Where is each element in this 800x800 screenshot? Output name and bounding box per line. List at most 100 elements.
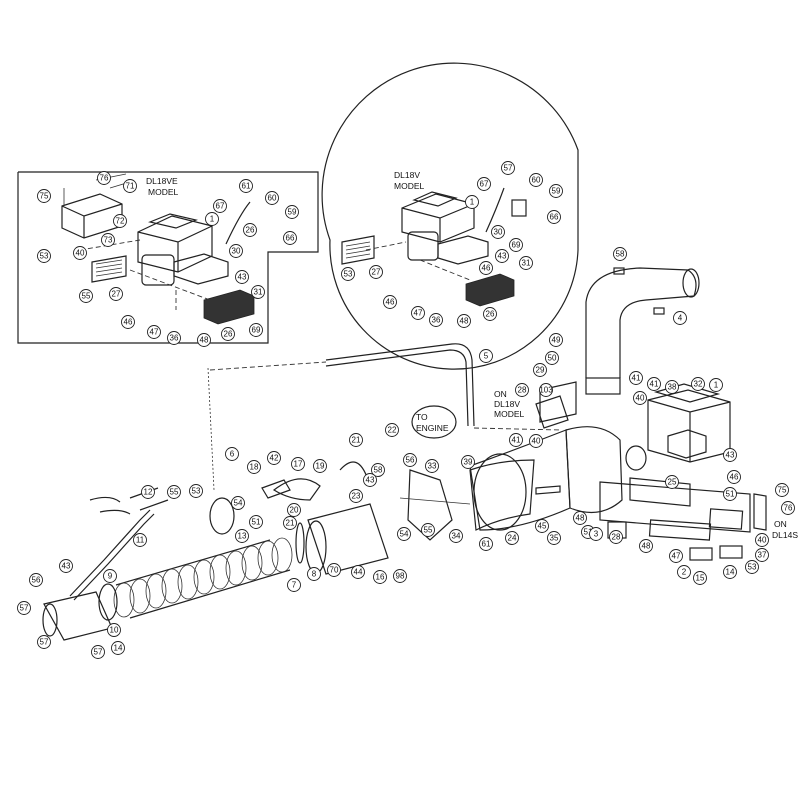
svg-text:70: 70 xyxy=(330,566,339,575)
callout-part-26a: 26 xyxy=(221,327,235,341)
svg-text:55: 55 xyxy=(170,488,179,497)
svg-text:47: 47 xyxy=(150,328,159,337)
callout-part-51: 50 xyxy=(545,351,559,365)
svg-text:71: 71 xyxy=(126,182,135,191)
svg-text:76: 76 xyxy=(784,504,793,513)
svg-text:103: 103 xyxy=(539,386,553,395)
callout-part-42: 42 xyxy=(267,451,281,465)
callout-part-6: 6 xyxy=(225,447,239,461)
svg-text:10: 10 xyxy=(110,626,119,635)
svg-text:2: 2 xyxy=(682,568,687,577)
callout-part-39: 39 xyxy=(461,455,475,469)
callout-part-31a: 31 xyxy=(251,285,265,299)
svg-text:50: 50 xyxy=(548,354,557,363)
svg-text:46: 46 xyxy=(386,298,395,307)
callout-part-64: 61 xyxy=(479,537,493,551)
svg-text:42: 42 xyxy=(270,454,279,463)
callout-part-67a: 59 xyxy=(285,205,299,219)
callout-part-52a: 51 xyxy=(723,487,737,501)
callout-part-32: 32 xyxy=(691,377,705,391)
callout-part-40a: 40 xyxy=(73,246,87,260)
callout-part-44: 44 xyxy=(351,565,365,579)
svg-text:24: 24 xyxy=(508,534,517,543)
svg-text:54: 54 xyxy=(234,499,243,508)
main-assembly xyxy=(42,267,767,641)
callout-part-7: 7 xyxy=(287,578,301,592)
callout-part-28a: 28 xyxy=(515,383,529,397)
svg-text:69: 69 xyxy=(512,241,521,250)
svg-text:1: 1 xyxy=(714,381,719,390)
svg-text:46: 46 xyxy=(124,318,133,327)
svg-text:53: 53 xyxy=(192,487,201,496)
callout-part-40a2: 40 xyxy=(633,391,647,405)
svg-text:6: 6 xyxy=(230,450,235,459)
svg-text:38: 38 xyxy=(668,383,677,392)
callout-part-43b: 43 xyxy=(495,249,509,263)
callout-part-53d: 53 xyxy=(189,484,203,498)
callout-part-43d: 43 xyxy=(363,473,377,487)
callout-part-10: 10 xyxy=(107,623,121,637)
svg-text:46: 46 xyxy=(482,264,491,273)
svg-text:53: 53 xyxy=(344,270,353,279)
callout-part-75: 73 xyxy=(101,233,115,247)
callout-part-29: 29 xyxy=(533,363,547,377)
callout-part-14b: 14 xyxy=(111,641,125,655)
svg-text:76: 76 xyxy=(100,174,109,183)
callout-part-43c: 43 xyxy=(723,448,737,462)
svg-text:27: 27 xyxy=(112,290,121,299)
svg-text:34: 34 xyxy=(452,532,461,541)
callout-part-4: 4 xyxy=(673,311,687,325)
callout-part-22: 22 xyxy=(385,423,399,437)
svg-text:33: 33 xyxy=(428,462,437,471)
callout-part-24: 24 xyxy=(505,531,519,545)
svg-text:36: 36 xyxy=(170,334,179,343)
svg-text:12: 12 xyxy=(144,488,153,497)
callout-part-72: 71 xyxy=(123,179,137,193)
svg-text:57: 57 xyxy=(504,164,513,173)
label-on-dl14s-line2: DL14S xyxy=(772,530,798,540)
callout-part-70a: 66 xyxy=(283,231,297,245)
svg-text:43: 43 xyxy=(498,252,507,261)
label-dl18ve-model-line2: MODEL xyxy=(148,187,179,197)
callout-part-1c: 1 xyxy=(709,378,723,392)
svg-text:26: 26 xyxy=(486,310,495,319)
callout-part-80: 76 xyxy=(97,171,111,185)
svg-text:36: 36 xyxy=(432,316,441,325)
svg-text:21: 21 xyxy=(286,519,295,528)
callout-part-49: 48 xyxy=(573,511,587,525)
callout-part-34: 34 xyxy=(449,529,463,543)
svg-text:35: 35 xyxy=(550,534,559,543)
callout-part-30a: 30 xyxy=(229,244,243,258)
callout-part-55a: 55 xyxy=(421,523,435,537)
callout-part-52c: 51 xyxy=(249,515,263,529)
callout-part-38: 38 xyxy=(665,380,679,394)
callout-part-40c: 40 xyxy=(529,434,543,448)
callout-part-25: 25 xyxy=(665,475,679,489)
callout-part-46a: 46 xyxy=(121,315,135,329)
callout-part-17: 17 xyxy=(291,457,305,471)
svg-text:25: 25 xyxy=(668,478,677,487)
callout-part-54a: 54 xyxy=(231,496,245,510)
callout-part-57: 56 xyxy=(29,573,43,587)
callout-part-55b: 55 xyxy=(167,485,181,499)
callout-part-15: 15 xyxy=(693,571,707,585)
callout-part-14a: 14 xyxy=(723,565,737,579)
svg-text:28: 28 xyxy=(518,386,527,395)
callout-part-47c: 47 xyxy=(669,549,683,563)
callout-part-16: 16 xyxy=(373,570,387,584)
svg-text:29: 29 xyxy=(536,366,545,375)
callout-part-103: 103 xyxy=(539,383,553,397)
callout-part-27b: 27 xyxy=(369,265,383,279)
callout-part-47a: 47 xyxy=(147,325,161,339)
callout-part-48b: 48 xyxy=(457,314,471,328)
label-on-dl18v-line2: DL18V xyxy=(494,399,520,409)
svg-text:48: 48 xyxy=(576,514,585,523)
callout-part-41b: 41 xyxy=(647,377,661,391)
svg-text:16: 16 xyxy=(376,573,385,582)
callout-part-33: 33 xyxy=(425,459,439,473)
svg-text:22: 22 xyxy=(388,426,397,435)
svg-text:57: 57 xyxy=(40,638,49,647)
callout-part-71b: 67 xyxy=(477,177,491,191)
callout-part-79b: 75 xyxy=(775,483,789,497)
svg-text:43: 43 xyxy=(62,562,71,571)
